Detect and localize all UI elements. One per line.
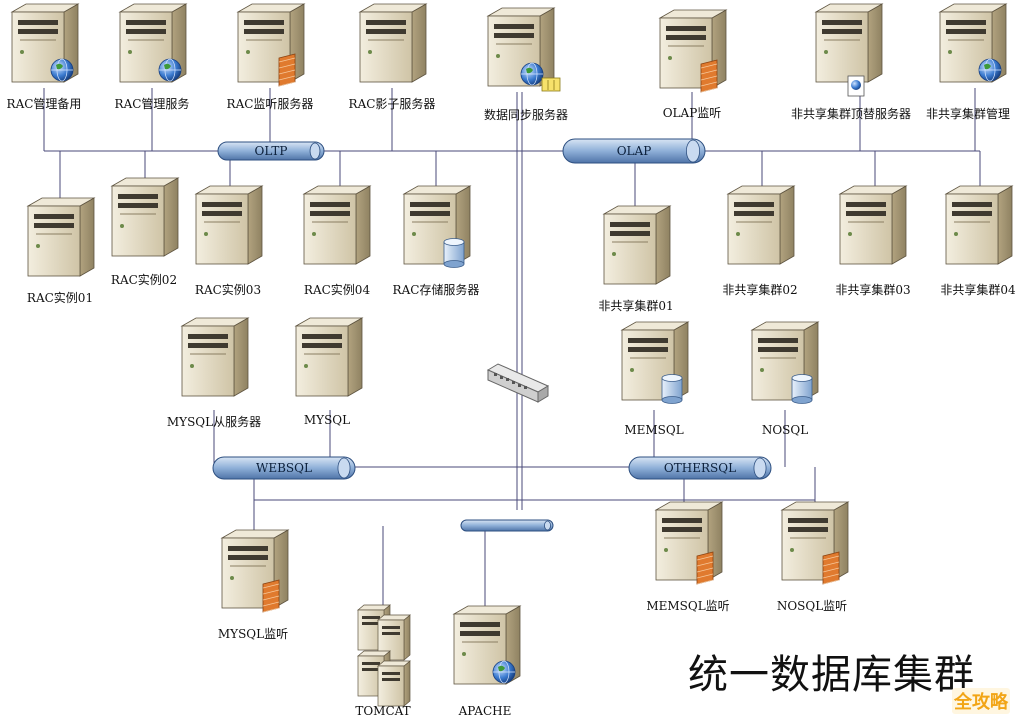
mysql-monitor-label: MYSQL监听 [218, 627, 288, 641]
nonshared-failover-server: 非共享集群顶替服务器 [791, 3, 911, 121]
nonshared-mgmt-label: 非共享集群管理 [926, 106, 1010, 121]
globe-icon [158, 58, 182, 82]
globe-icon [520, 62, 544, 86]
rac-shadow-label: RAC影子服务器 [349, 96, 436, 111]
watermark-text: 全攻略 [952, 688, 1010, 714]
nonshared-04-server: 非共享集群04 [940, 185, 1016, 297]
memsql-monitor-label: MEMSQL监听 [646, 599, 729, 613]
nonshared-01-label: 非共享集群01 [598, 298, 673, 313]
rac-03-server: RAC实例03 [194, 185, 264, 297]
folder-icon [541, 77, 561, 92]
oltp-bus: OLTP [217, 141, 325, 161]
rac-storage-server: RAC存储服务器 [393, 185, 480, 297]
tomcat-label: TOMCAT [355, 704, 410, 718]
rac-shadow-server: RAC影子服务器 [349, 3, 436, 111]
olap-monitor-label: OLAP监听 [663, 106, 722, 120]
olap-bus-label: OLAP [617, 144, 652, 158]
apache-label: APACHE [458, 704, 512, 718]
nonshared-03-label: 非共享集群03 [835, 282, 910, 297]
memsql-server: MEMSQL [620, 321, 690, 437]
mysql-monitor-server: MYSQL监听 [218, 529, 290, 641]
rac-04-server: RAC实例04 [302, 185, 372, 297]
rac-storage-label: RAC存储服务器 [393, 282, 480, 297]
rac-backup-server: RAC管理备用 [7, 3, 82, 111]
nosql-monitor-label: NOSQL监听 [777, 599, 847, 613]
memsql-label: MEMSQL [624, 423, 683, 437]
websql-bus-label: WEBSQL [256, 461, 312, 475]
globe-icon [978, 58, 1002, 82]
rac-01-label: RAC实例01 [27, 290, 93, 305]
olap-bus: OLAP [562, 138, 706, 164]
nonshared-02-label: 非共享集群02 [722, 282, 797, 297]
firewall-icon [696, 551, 714, 585]
firewall-icon [700, 59, 718, 93]
oltp-bus-label: OLTP [255, 144, 288, 158]
mysql-label: MYSQL [304, 413, 350, 427]
nonshared-01-server: 非共享集群01 [598, 205, 674, 313]
nonshared-03-server: 非共享集群03 [835, 185, 911, 297]
globe-icon [50, 58, 74, 82]
mysql-slave-label: MYSQL从服务器 [167, 414, 261, 429]
globe-icon [492, 660, 516, 684]
rac-backup-label: RAC管理备用 [7, 96, 82, 111]
network-switch-icon [486, 363, 550, 403]
diagram-title: 统一数据库集群 [688, 652, 975, 698]
nosql-monitor-server: NOSQL监听 [777, 501, 850, 613]
rac-02-server: RAC实例02 [110, 177, 180, 287]
rac-monitor-server: RAC监听服务器 [227, 3, 314, 111]
olap-monitor-server: OLAP监听 [658, 9, 728, 120]
sync-server-label: 数据同步服务器 [484, 107, 568, 122]
rac-04-label: RAC实例04 [304, 282, 371, 297]
core-bus [460, 519, 554, 532]
othersql-bus-label: OTHERSQL [664, 461, 736, 475]
rac-01-server: RAC实例01 [26, 197, 96, 305]
rac-monitor-label: RAC监听服务器 [227, 96, 314, 111]
nosql-label: NOSQL [762, 423, 808, 437]
bus-layer: OLTP OLAP WEBSQL OTHERSQL [212, 138, 772, 532]
rac-02-label: RAC实例02 [111, 272, 177, 287]
mysql-server: MYSQL [294, 317, 364, 427]
nosql-server: NOSQL [750, 321, 820, 437]
nonshared-04-label: 非共享集群04 [940, 282, 1016, 297]
nonshared-mgmt-server: 非共享集群管理 [926, 3, 1010, 121]
othersql-bus: OTHERSQL [628, 456, 772, 480]
websql-bus: WEBSQL [212, 456, 356, 480]
apache-server: APACHE [452, 605, 522, 718]
rac-03-label: RAC实例03 [195, 282, 261, 297]
nonshared-02-server: 非共享集群02 [722, 185, 798, 297]
document-icon [847, 75, 865, 97]
database-icon [661, 374, 683, 404]
mysql-slave-server: MYSQL从服务器 [167, 317, 261, 429]
tomcat-server: TOMCAT [355, 604, 411, 718]
rac-mgmt-label: RAC管理服务 [115, 96, 190, 111]
sync-server-server: 数据同步服务器 [484, 7, 568, 122]
database-icon [791, 374, 813, 404]
watermark-logo: 全攻略 [952, 688, 1010, 714]
firewall-icon [822, 551, 840, 585]
database-icon [443, 238, 465, 268]
firewall-icon [278, 53, 296, 87]
firewall-icon [262, 579, 280, 613]
memsql-monitor-server: MEMSQL监听 [646, 501, 730, 613]
rac-mgmt-server: RAC管理服务 [115, 3, 190, 111]
nonshared-failover-label: 非共享集群顶替服务器 [791, 106, 911, 121]
